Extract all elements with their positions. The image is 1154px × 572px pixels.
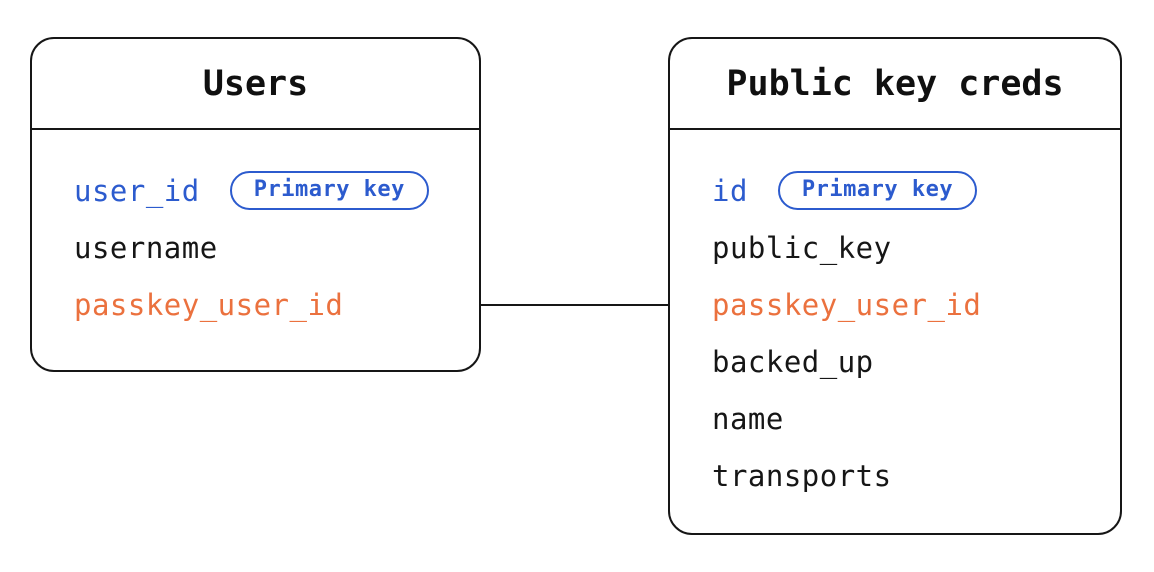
field-name: transports	[712, 458, 892, 493]
primary-key-badge: Primary key	[229, 171, 429, 210]
field-name: username	[74, 230, 218, 265]
field-name: passkey_user_id	[74, 287, 344, 322]
field-row-transports: transports	[712, 447, 1120, 504]
relationship-line	[481, 304, 669, 306]
table-users-body: user_id Primary key username passkey_use…	[32, 130, 479, 333]
field-name: id	[712, 173, 748, 208]
table-public-key-creds-title: Public key creds	[726, 63, 1064, 104]
table-public-key-creds: Public key creds id Primary key public_k…	[668, 37, 1122, 535]
field-name: user_id	[74, 173, 200, 208]
table-users-header: Users	[32, 39, 479, 130]
field-row-name: name	[712, 390, 1120, 447]
field-row-passkey-user-id: passkey_user_id	[74, 276, 479, 333]
field-row-user-id: user_id Primary key	[74, 162, 479, 219]
field-row-username: username	[74, 219, 479, 276]
field-row-backed-up: backed_up	[712, 333, 1120, 390]
field-name: passkey_user_id	[712, 287, 982, 322]
table-public-key-creds-header: Public key creds	[670, 39, 1120, 130]
field-row-passkey-user-id: passkey_user_id	[712, 276, 1120, 333]
field-name: backed_up	[712, 344, 874, 379]
table-public-key-creds-body: id Primary key public_key passkey_user_i…	[670, 130, 1120, 504]
field-name: name	[712, 401, 784, 436]
field-row-id: id Primary key	[712, 162, 1120, 219]
field-name: public_key	[712, 230, 892, 265]
table-users: Users user_id Primary key username passk…	[30, 37, 481, 372]
primary-key-badge: Primary key	[777, 171, 978, 210]
table-users-title: Users	[202, 63, 309, 104]
field-row-public-key: public_key	[712, 219, 1120, 276]
